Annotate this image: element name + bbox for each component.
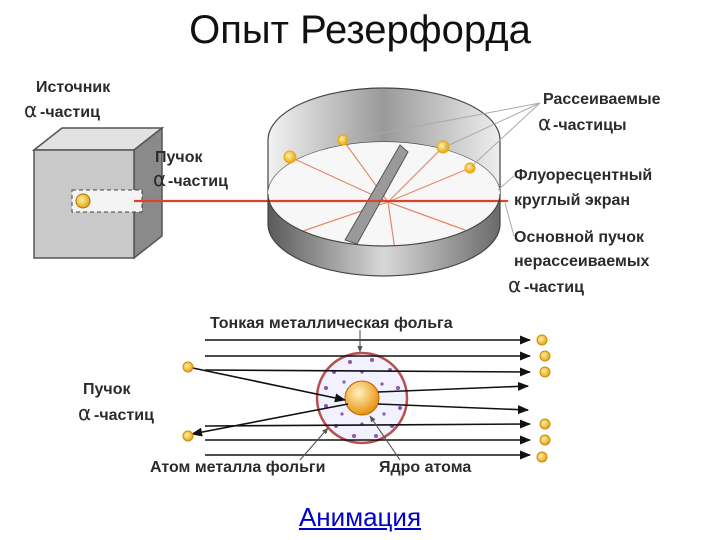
screen-label: Флуоресцентный bbox=[514, 167, 652, 184]
source-label-line2: -частиц bbox=[40, 104, 100, 121]
scattered-alpha-symbol: α bbox=[538, 111, 551, 135]
alpha-source-box bbox=[31, 126, 165, 260]
scattered-label: Рассеиваемые bbox=[543, 91, 661, 108]
screen-label-line2: круглый экран bbox=[514, 192, 630, 209]
source-alpha-symbol: α bbox=[24, 98, 37, 122]
upper-label-pointers bbox=[344, 102, 541, 237]
beam2-alpha-symbol: α bbox=[78, 401, 91, 425]
beam-label: Пучок bbox=[155, 149, 203, 166]
nucleus-label: Ядро атома bbox=[379, 459, 471, 476]
foil-atom-label: Атом металла фольги bbox=[150, 459, 325, 476]
main-beam-label-line2: нерассеиваемых bbox=[514, 253, 649, 270]
scattered-label-line2: -частицы bbox=[553, 117, 627, 134]
beam-label-line2: -частиц bbox=[168, 173, 228, 190]
animation-link[interactable]: Анимация bbox=[298, 502, 422, 532]
foil-atom bbox=[315, 351, 409, 445]
beam2-label-line2: -частиц bbox=[94, 407, 154, 424]
main-beam-label-line3: -частиц bbox=[524, 279, 584, 296]
ring-front-wall bbox=[267, 193, 501, 277]
alpha-particles bbox=[182, 334, 551, 463]
main-beam-label: Основной пучок bbox=[514, 229, 645, 246]
foil-label: Тонкая металлическая фольга bbox=[210, 315, 453, 332]
page-title: Опыт Резерфорда bbox=[189, 8, 531, 52]
source-label: Источник bbox=[36, 79, 111, 96]
foil-plate bbox=[344, 144, 409, 245]
alpha-trajectories bbox=[187, 335, 532, 460]
beam2-label: Пучок bbox=[83, 381, 131, 398]
beam-alpha-symbol: α bbox=[153, 167, 166, 191]
main-beam-alpha-symbol: α bbox=[508, 273, 521, 297]
lower-label-pointers bbox=[299, 330, 401, 461]
scintillation-flashes bbox=[283, 134, 476, 174]
